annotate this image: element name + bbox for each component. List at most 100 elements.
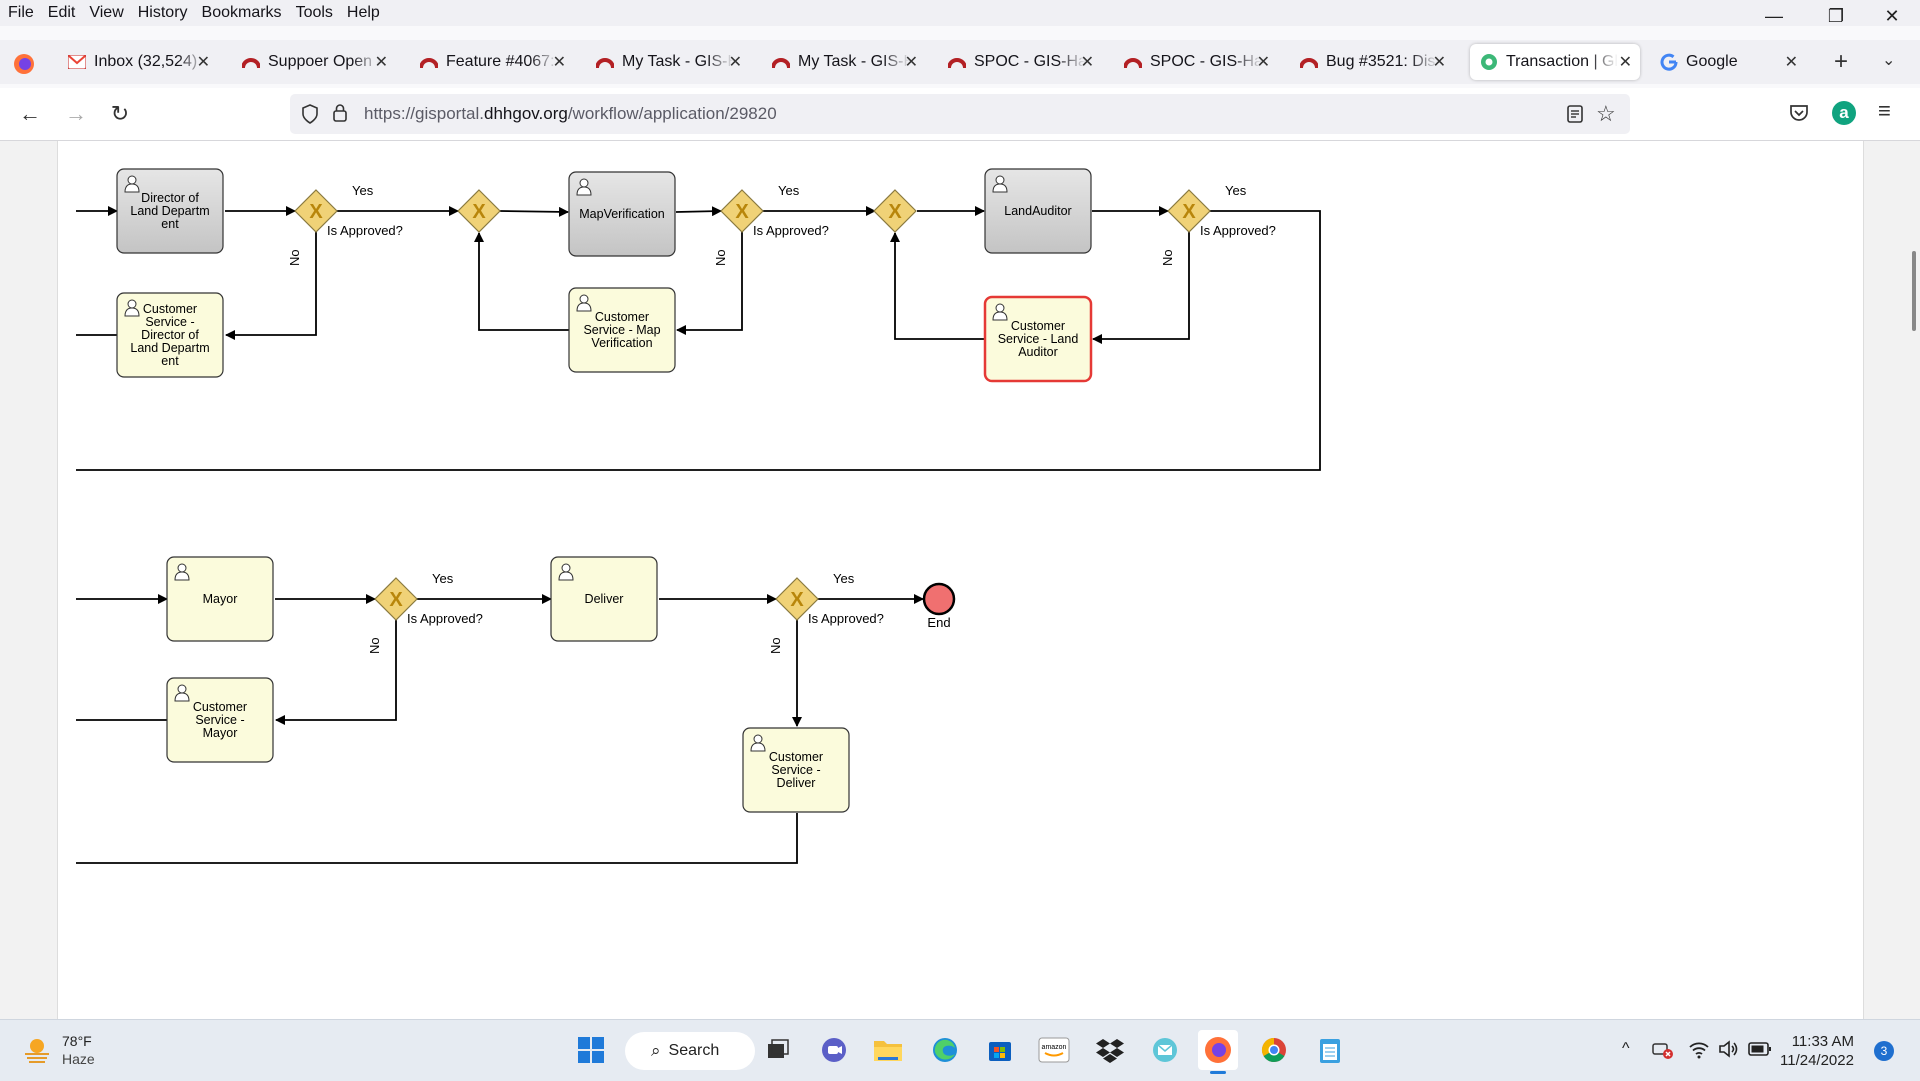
reader-view-icon[interactable] <box>1566 104 1584 129</box>
tab-close-icon[interactable]: ✕ <box>728 54 742 71</box>
menu-edit[interactable]: Edit <box>47 4 76 21</box>
network-alert-icon[interactable] <box>1652 1040 1674 1065</box>
chrome-icon[interactable] <box>1254 1030 1294 1070</box>
tab-feature-4067[interactable]: Feature #4067: ✕ <box>410 44 574 80</box>
extension-icon[interactable]: a <box>1832 101 1856 125</box>
lock-icon[interactable] <box>332 103 348 128</box>
menu-help[interactable]: Help <box>346 4 380 21</box>
gateway-merge-2[interactable]: X <box>873 189 917 233</box>
task-label-line: Deliver <box>777 776 816 790</box>
gateway-approval-3[interactable]: X <box>1167 189 1211 233</box>
user-task-icon <box>174 563 190 581</box>
menu-bookmarks[interactable]: Bookmarks <box>201 4 282 21</box>
tab-close-icon[interactable]: ✕ <box>552 54 566 71</box>
gateway-question-label: Is Approved? <box>1200 223 1276 238</box>
tab-close-icon[interactable]: ✕ <box>1432 54 1446 71</box>
tab-google[interactable]: Google ✕ <box>1650 44 1806 80</box>
edge-browser-icon[interactable] <box>925 1030 965 1070</box>
hamburger-menu-icon[interactable]: ≡ <box>1878 98 1891 123</box>
menu-view[interactable]: View <box>89 4 124 21</box>
tab-close-icon[interactable]: ✕ <box>1256 54 1270 71</box>
firefox-menu-icon[interactable] <box>12 52 36 76</box>
notepad-icon[interactable] <box>1310 1030 1350 1070</box>
tab-my-task-1[interactable]: My Task - GIS-H ✕ <box>586 44 750 80</box>
minimize-button[interactable]: — <box>1765 5 1783 26</box>
no-label: No <box>287 249 302 266</box>
reload-icon[interactable]: ↻ <box>110 101 130 126</box>
task-label-line: Director of <box>141 191 199 205</box>
chevron-up-icon[interactable]: ^ <box>1622 1040 1630 1057</box>
bookmark-star-icon[interactable]: ☆ <box>1596 101 1616 126</box>
notification-badge[interactable]: 3 <box>1874 1041 1894 1061</box>
mail-app-icon[interactable] <box>1145 1030 1185 1070</box>
list-all-tabs-icon[interactable]: ⌄ <box>1882 52 1896 69</box>
shield-icon[interactable] <box>300 103 320 130</box>
gateway-approval-1[interactable]: X <box>294 189 338 233</box>
tab-close-icon[interactable]: ✕ <box>904 54 918 71</box>
task-label-line: ent <box>161 354 179 368</box>
task-land-auditor[interactable]: LandAuditor <box>984 168 1092 254</box>
battery-icon[interactable] <box>1748 1041 1772 1062</box>
tab-close-icon[interactable]: ✕ <box>1784 54 1798 71</box>
menu-file[interactable]: File <box>8 4 34 21</box>
no-label: No <box>768 637 783 654</box>
taskbar-search[interactable]: ⌕ Search <box>625 1032 755 1070</box>
scrollbar-thumb[interactable] <box>1912 251 1916 331</box>
address-bar[interactable]: https://gisportal.dhhgov.org/workflow/ap… <box>290 94 1630 134</box>
start-windows-icon[interactable] <box>571 1030 611 1070</box>
microsoft-store-icon[interactable] <box>980 1030 1020 1070</box>
no-label: No <box>713 249 728 266</box>
new-tab-icon[interactable]: + <box>1834 48 1849 75</box>
task-deliver[interactable]: Deliver <box>550 556 658 642</box>
tab-spoc-2[interactable]: SPOC - GIS-Har ✕ <box>1114 44 1278 80</box>
task-mayor[interactable]: Mayor <box>166 556 274 642</box>
tab-close-icon[interactable]: ✕ <box>196 54 210 71</box>
redmine-icon <box>596 53 614 71</box>
tab-close-icon[interactable]: ✕ <box>1618 54 1632 71</box>
amazon-icon[interactable]: amazon <box>1034 1030 1074 1070</box>
back-arrow-icon[interactable]: ← <box>19 101 41 126</box>
end-event[interactable]: End <box>922 582 956 630</box>
teams-chat-icon[interactable] <box>814 1030 854 1070</box>
task-view-icon[interactable] <box>758 1030 798 1070</box>
speaker-icon[interactable] <box>1718 1039 1740 1064</box>
forward-arrow-icon[interactable]: → <box>65 101 87 126</box>
task-map-verification[interactable]: MapVerification <box>568 171 676 257</box>
tab-inbox[interactable]: Inbox (32,524) - ✕ <box>58 44 218 80</box>
tab-close-icon[interactable]: ✕ <box>374 54 388 71</box>
menu-bar: File Edit View History Bookmarks Tools H… <box>0 0 1920 26</box>
pocket-icon[interactable] <box>1788 102 1810 129</box>
dropbox-icon[interactable] <box>1090 1030 1130 1070</box>
exclusive-gateway-x-icon: X <box>1182 201 1196 223</box>
tab-transaction[interactable]: Transaction | Gl ✕ <box>1470 44 1640 80</box>
tab-bug-3521[interactable]: Bug #3521: Dist ✕ <box>1290 44 1454 80</box>
tab-spoc-1[interactable]: SPOC - GIS-Har ✕ <box>938 44 1102 80</box>
tab-my-task-2[interactable]: My Task - GIS-H ✕ <box>762 44 926 80</box>
no-label: No <box>367 637 382 654</box>
menu-tools[interactable]: Tools <box>295 4 333 21</box>
gateway-approval-5[interactable]: X <box>775 577 819 621</box>
close-window-button[interactable]: ✕ <box>1884 5 1900 26</box>
tab-suppoer-open[interactable]: Suppoer Open / ✕ <box>232 44 396 80</box>
firefox-taskbar-icon[interactable] <box>1198 1030 1238 1074</box>
tab-close-icon[interactable]: ✕ <box>1080 54 1094 71</box>
wifi-icon[interactable] <box>1688 1039 1710 1064</box>
system-clock[interactable]: 11:33 AM 11/24/2022 <box>1780 1033 1854 1069</box>
gateway-approval-2[interactable]: X <box>720 189 764 233</box>
restore-button[interactable]: ❐ <box>1827 5 1845 26</box>
gateway-approval-4[interactable]: X <box>374 577 418 621</box>
menu-history[interactable]: History <box>137 4 188 21</box>
gateway-merge-1[interactable]: X <box>457 189 501 233</box>
user-task-icon <box>576 178 592 196</box>
file-explorer-icon[interactable] <box>868 1030 908 1070</box>
user-task-icon <box>174 684 190 702</box>
url-text[interactable]: https://gisportal.dhhgov.org/workflow/ap… <box>364 104 777 123</box>
